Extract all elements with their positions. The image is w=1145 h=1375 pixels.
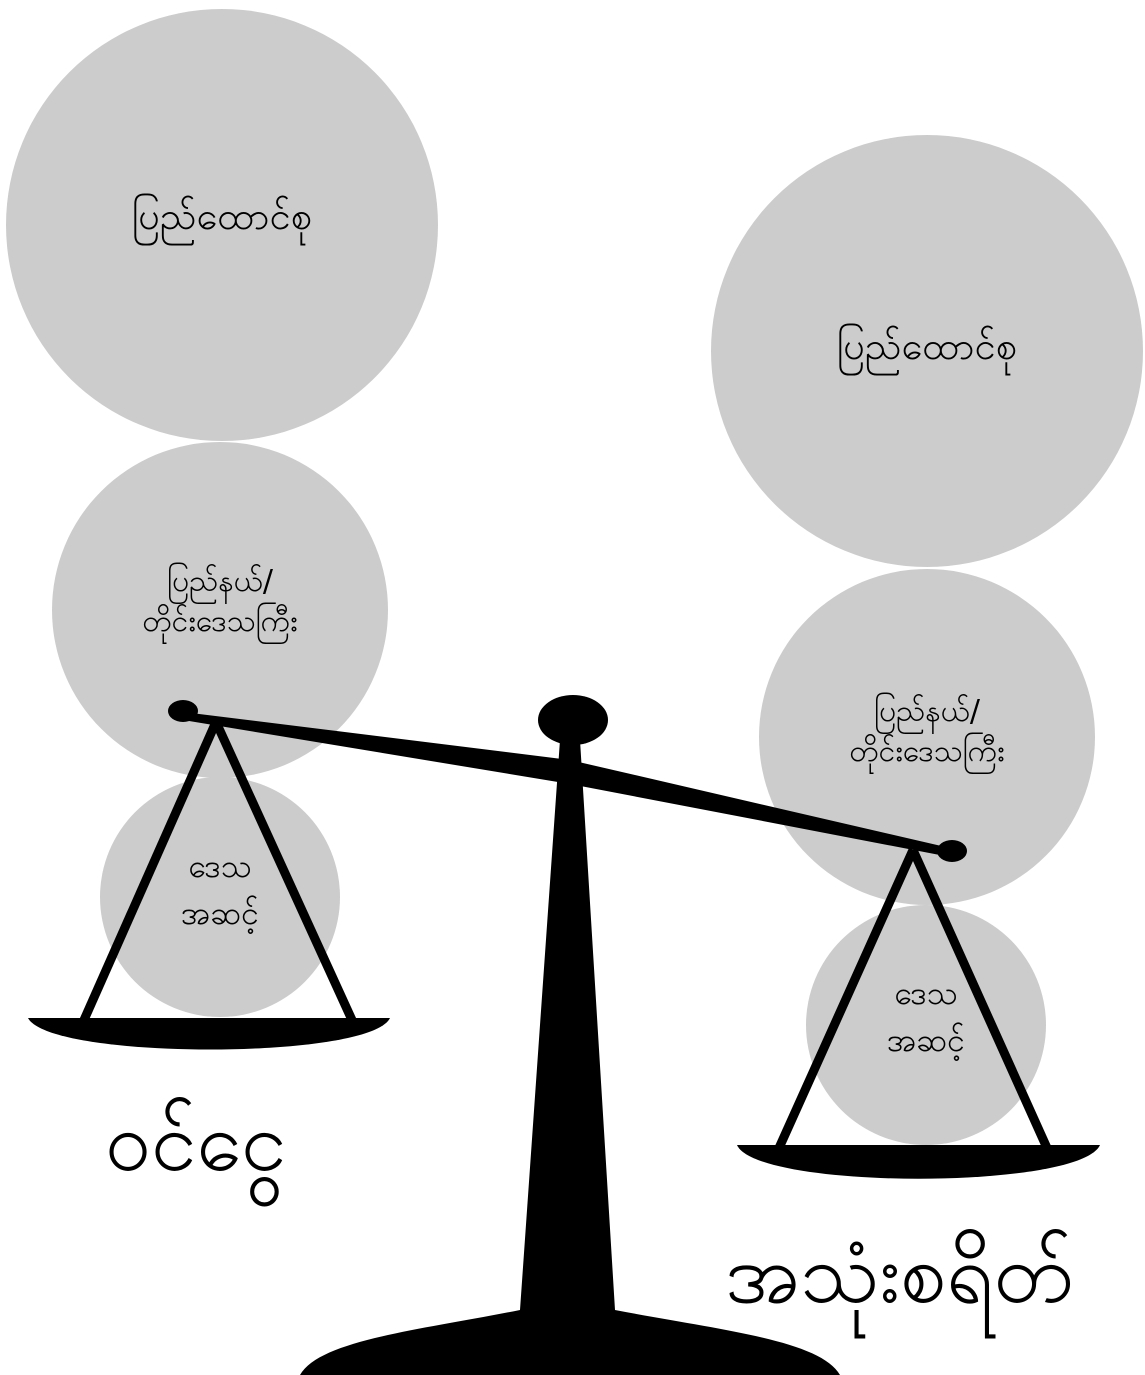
left-state-region-label-line1: ပြည်နယ်/ <box>100 565 340 600</box>
right-national-label: ပြည်ထောင်စု <box>777 325 1077 369</box>
right-pan-label-expenditure: အသုံးစရိတ် <box>725 1222 1073 1343</box>
right-local-label-line1: ဒေသ <box>856 975 996 1012</box>
left-beam-end <box>168 700 198 722</box>
left-state-region-label-line2: တိုင်းဒေသကြီး <box>80 605 360 640</box>
left-local-label-line2: အဆင့် <box>140 895 300 932</box>
right-local-label-line2: အဆင့် <box>846 1022 1006 1059</box>
right-state-region-label-line1: ပြည်နယ်/ <box>807 695 1047 730</box>
right-beam-end <box>937 840 967 862</box>
right-pan <box>737 850 1100 1179</box>
left-pan <box>28 722 390 1050</box>
left-pan-label-revenue: ဝင်ငွေ <box>105 1090 287 1211</box>
right-state-region-label-line2: တိုင်းဒေသကြီး <box>787 735 1067 770</box>
left-local-label-line1: ဒေသ <box>150 848 290 885</box>
left-national-label: ပြည်ထောင်စု <box>72 195 372 239</box>
scale-pivot <box>538 695 608 745</box>
